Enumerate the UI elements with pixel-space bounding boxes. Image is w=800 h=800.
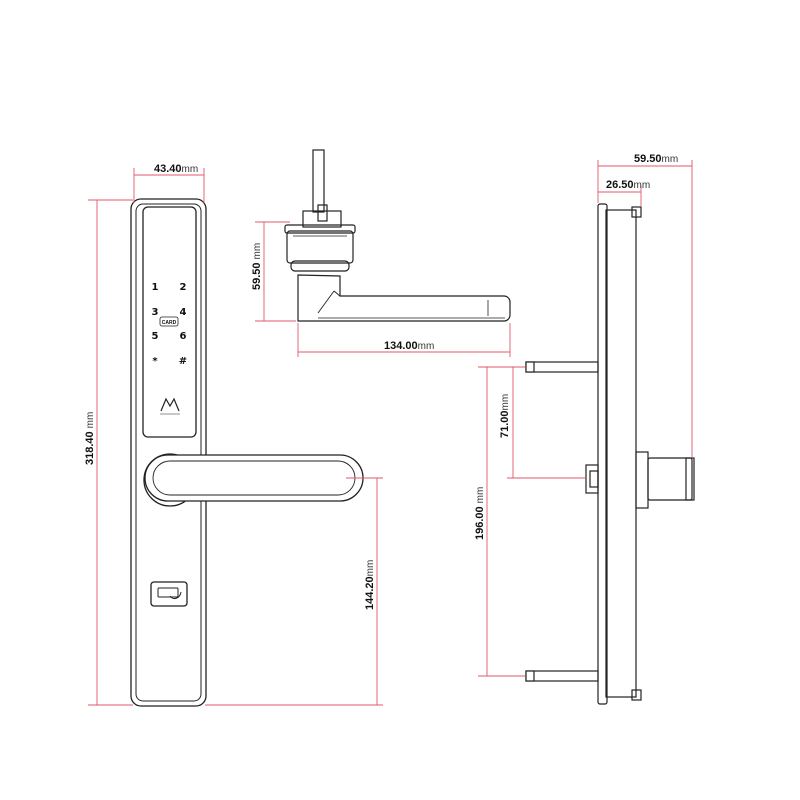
key-star: * <box>152 356 158 367</box>
side-handle-stub <box>647 457 693 501</box>
key-3: 3 <box>152 307 159 318</box>
key-5: 5 <box>152 331 159 342</box>
dim-front-width: 43.40mm <box>154 163 198 175</box>
rose-top <box>284 224 356 234</box>
side-plate <box>597 203 608 705</box>
side-cap-top <box>631 206 642 218</box>
dimension-labels: 43.40mm 318.40mm 144.20mm 59.50mm 134.00… <box>84 153 678 610</box>
dim-screw-spacing: 196.00mm <box>474 487 486 540</box>
dim-spindle-height: 59.50mm <box>251 243 263 290</box>
handle-lever <box>144 454 364 502</box>
keypad: 1 2 3 4 CARD 5 6 * # <box>152 282 187 415</box>
side-body <box>605 209 637 698</box>
keypad-panel <box>142 206 197 438</box>
dim-handle-length: 134.00mm <box>384 340 434 352</box>
card-reader-slot <box>150 581 188 607</box>
screw-upper <box>525 361 599 373</box>
card-key-label: CARD <box>162 320 177 326</box>
key-4: 4 <box>180 307 187 318</box>
dim-handle-height: 144.20mm <box>364 560 376 610</box>
spindle-lower <box>317 204 328 222</box>
dim-side-total-depth: 59.50mm <box>634 153 678 165</box>
brand-logo-icon <box>160 397 180 415</box>
lock-body-outer <box>130 198 207 707</box>
rose-neck <box>290 260 350 272</box>
front-view <box>130 198 364 707</box>
handle-lever-inner <box>152 460 356 496</box>
key-1: 1 <box>152 282 159 293</box>
card-icon <box>157 587 182 600</box>
lock-body-inner <box>135 203 202 702</box>
side-cap-bottom <box>631 689 642 701</box>
side-view <box>525 203 695 705</box>
top-view <box>284 149 511 322</box>
card-key-box <box>159 316 179 327</box>
dim-front-height: 318.40mm <box>84 412 96 465</box>
key-6: 6 <box>180 331 187 342</box>
screw-lower <box>525 670 599 682</box>
dim-side-body-depth: 26.50mm <box>606 179 650 191</box>
key-2: 2 <box>180 282 187 293</box>
lever-top-view <box>297 274 511 322</box>
dim-upper-screw-offset: 71.00mm <box>499 394 511 438</box>
dimension-lines <box>88 160 693 706</box>
rose-body <box>286 230 354 264</box>
side-spindle <box>585 464 599 494</box>
side-rose <box>635 451 649 509</box>
spindle-upper <box>312 149 325 213</box>
spindle-collar <box>302 210 342 228</box>
key-hash: # <box>179 356 187 367</box>
